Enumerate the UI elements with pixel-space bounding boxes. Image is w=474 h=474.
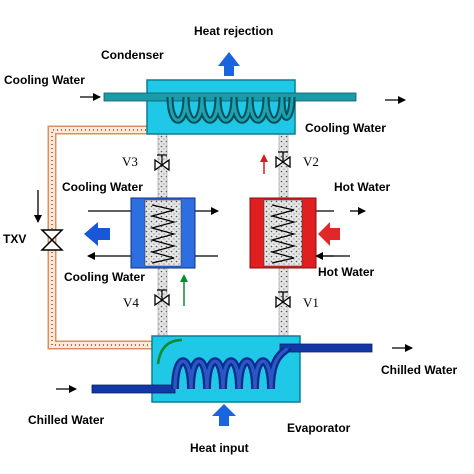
evaporator-green-line — [156, 338, 183, 365]
heat-input-label: Heat input — [190, 441, 249, 455]
valve-v1[interactable] — [275, 291, 291, 309]
chilled-water-out-label: Chilled Water — [381, 363, 458, 377]
evaporator-coil — [171, 346, 291, 390]
hot-water-top-label: Hot Water — [334, 180, 391, 194]
cooling-water-left-bottom-label: Cooling Water — [64, 270, 145, 284]
evaporator-label: Evaporator — [287, 421, 351, 435]
txv-label: TXV — [3, 232, 26, 246]
evaporator — [91, 335, 373, 403]
valve-v3[interactable] — [154, 154, 170, 172]
cooling-water-left-top-label: Cooling Water — [62, 180, 143, 194]
cold-bed-output-arrow — [84, 222, 110, 246]
v2-label: V2 — [303, 154, 319, 169]
condenser-coil — [166, 96, 296, 124]
cooling-water-in-label: Cooling Water — [4, 73, 85, 87]
chilled-water-in-label: Chilled Water — [28, 413, 105, 427]
cold-adsorber-bed — [87, 197, 219, 269]
heat-rejection-label: Heat rejection — [194, 24, 273, 38]
condenser-label: Condenser — [101, 48, 164, 62]
v1-label: V1 — [303, 295, 319, 310]
heat-input-arrow — [212, 404, 236, 426]
condenser-cooling-water-pipe — [103, 92, 357, 102]
hot-adsorber-bed — [249, 197, 366, 269]
v2-red-flow-arrow — [260, 154, 268, 174]
hot-water-bottom-label: Hot Water — [318, 265, 375, 279]
valve-v2[interactable] — [275, 151, 291, 169]
v4-label: V4 — [123, 295, 139, 310]
condenser — [103, 79, 357, 135]
v4-green-flow-arrow — [180, 274, 188, 306]
cooling-water-out-label: Cooling Water — [305, 121, 386, 135]
hot-bed-input-arrow — [318, 222, 340, 246]
v3-label: V3 — [122, 154, 138, 169]
chilled-water-pipe — [91, 343, 373, 394]
heat-rejection-arrow — [218, 52, 240, 76]
valve-v4[interactable] — [154, 289, 170, 307]
txv-valve[interactable] — [40, 229, 64, 251]
